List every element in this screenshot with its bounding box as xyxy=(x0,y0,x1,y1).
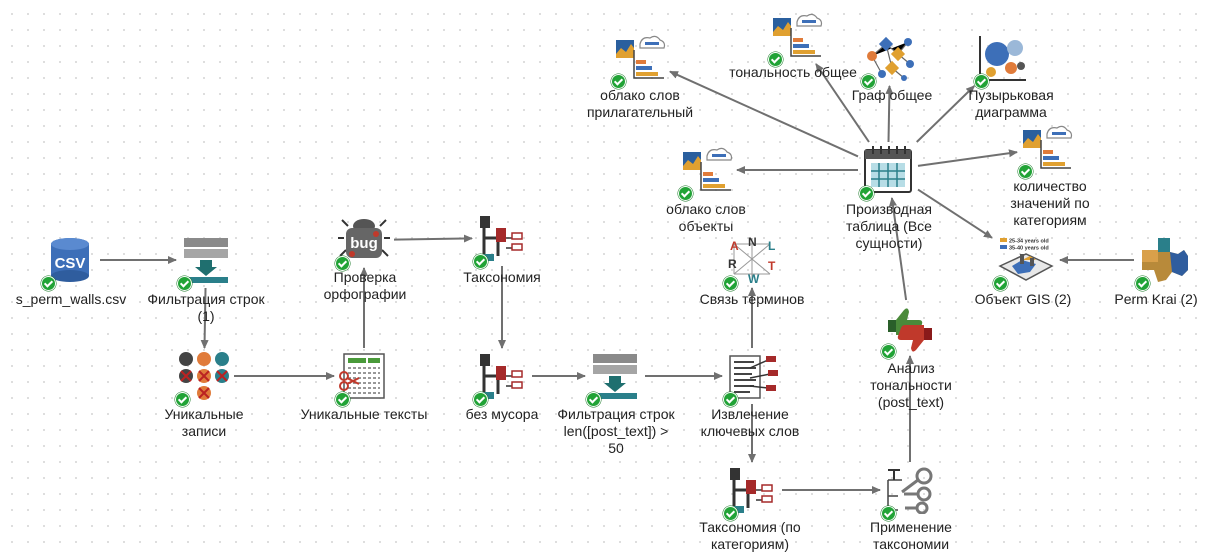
calendar-table-icon xyxy=(862,146,914,194)
node-label-graph: Граф общее xyxy=(851,87,933,103)
node-label-cloudadj: облако слов прилагательный xyxy=(586,87,694,120)
keys-apply-icon xyxy=(884,466,936,515)
status-ok-icon xyxy=(678,186,693,201)
edge-derived-to-graph[interactable] xyxy=(885,85,894,143)
status-ok-icon xyxy=(723,392,738,407)
spell-check-bug-icon: bug xyxy=(338,216,390,264)
svg-text:W: W xyxy=(748,272,760,284)
word-cloud-icon xyxy=(614,34,666,82)
edge-derived-to-tone_all[interactable] xyxy=(815,63,870,143)
gis-map-icon: 25-34 years old 35-40 years old xyxy=(996,236,1056,284)
status-ok-icon xyxy=(175,392,190,407)
svg-text:N: N xyxy=(748,236,757,249)
status-ok-icon xyxy=(974,74,989,89)
node-label-nogarbage: без мусора xyxy=(465,406,539,422)
region-map-icon xyxy=(1138,236,1190,284)
svg-text:bug: bug xyxy=(350,235,378,252)
edge-sentiment-to-derived[interactable] xyxy=(889,197,908,301)
keyword-extraction-icon xyxy=(726,352,778,400)
text-scissors-icon xyxy=(338,352,390,400)
node-label-spell: Проверка орфографии xyxy=(323,269,407,302)
unique-records-icon xyxy=(178,352,230,400)
node-label-filter1: Фильтрация строк (1) xyxy=(147,291,265,324)
status-ok-icon xyxy=(881,506,896,521)
node-label-bubble: Пузырьковая диаграмма xyxy=(968,87,1054,120)
graph-icon xyxy=(864,34,916,82)
status-ok-icon xyxy=(1018,164,1033,179)
status-ok-icon xyxy=(723,506,738,521)
node-label-csv: s_perm_walls.csv xyxy=(15,291,127,307)
edge-derived-to-cloudadj[interactable] xyxy=(669,70,859,158)
status-ok-icon xyxy=(768,52,783,67)
svg-text:T: T xyxy=(768,259,776,273)
status-ok-icon xyxy=(473,392,488,407)
edge-spell-to-taxonomy[interactable] xyxy=(393,234,473,243)
node-label-termlinks: Связь терминов xyxy=(699,291,805,307)
status-ok-icon xyxy=(611,74,626,89)
status-ok-icon xyxy=(859,186,874,201)
svg-text:L: L xyxy=(768,239,775,253)
status-ok-icon xyxy=(1135,276,1150,291)
node-label-cloudobj: облако слов объекты xyxy=(666,201,746,234)
status-ok-icon xyxy=(861,74,876,89)
svg-text:CSV: CSV xyxy=(55,255,86,272)
word-cloud-icon xyxy=(1021,124,1073,172)
thumbs-sentiment-icon xyxy=(884,304,936,352)
status-ok-icon xyxy=(41,276,56,291)
node-label-keywords: Извлечение ключевых слов xyxy=(700,406,800,439)
status-ok-icon xyxy=(335,392,350,407)
node-label-taxonomy: Таксономия xyxy=(463,269,541,285)
node-label-unique: Уникальные записи xyxy=(164,406,244,439)
term-network-icon: A N L R T W xyxy=(726,235,778,286)
node-label-filterlen: Фильтрация строк len([post_text]) > 50 xyxy=(557,406,675,456)
status-ok-icon xyxy=(586,392,601,407)
edge-derived-to-gis[interactable] xyxy=(917,188,993,239)
svg-text:25-34 years old: 25-34 years old xyxy=(1009,239,1049,245)
status-ok-icon xyxy=(177,276,192,291)
edge-derived-to-bubble[interactable] xyxy=(916,85,975,143)
node-label-gis: Объект GIS (2) xyxy=(974,291,1072,307)
edge-derived-to-countcat[interactable] xyxy=(917,149,1018,167)
edge-filter1-to-unique[interactable] xyxy=(200,287,209,349)
node-label-uniquetexts: Уникальные тексты xyxy=(300,406,428,422)
node-label-applytax: Применение таксономии xyxy=(870,519,952,552)
node-label-tone_all: тональность общее xyxy=(729,64,857,80)
node-label-permkrai: Perm Krai (2) xyxy=(1114,291,1198,307)
word-cloud-icon xyxy=(681,146,733,194)
node-label-derived: Производная таблица (Все сущности) xyxy=(846,201,932,251)
row-filter-icon xyxy=(589,352,641,400)
csv-database-icon: CSV xyxy=(44,236,96,284)
node-label-taxcat: Таксономия (по категориям) xyxy=(699,519,801,552)
node-label-countcat: количество значений по категориям xyxy=(1010,178,1090,228)
svg-text:R: R xyxy=(728,257,737,271)
svg-text:A: A xyxy=(730,239,739,253)
status-ok-icon xyxy=(723,276,738,291)
word-cloud-icon xyxy=(771,12,823,60)
node-label-sentiment: Анализ тональности (post_text) xyxy=(870,360,952,410)
status-ok-icon xyxy=(881,344,896,359)
status-ok-icon xyxy=(335,256,350,271)
svg-text:35-40 years old: 35-40 years old xyxy=(1009,246,1049,252)
row-filter-icon xyxy=(180,236,232,284)
status-ok-icon xyxy=(473,254,488,269)
status-ok-icon xyxy=(993,276,1008,291)
